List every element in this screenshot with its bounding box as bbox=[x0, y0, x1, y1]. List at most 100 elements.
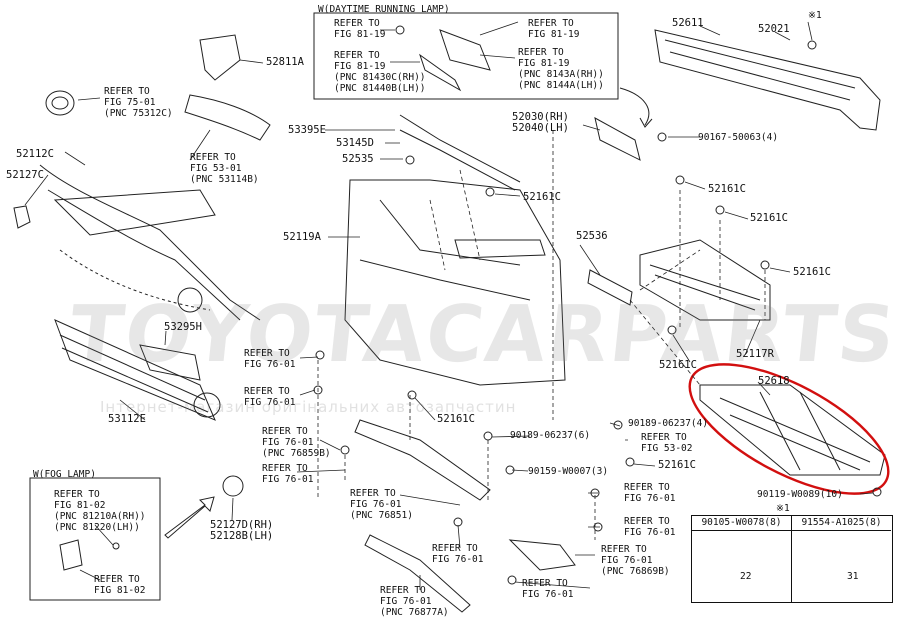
clip-icon bbox=[315, 350, 325, 360]
fog-box-title: W(FOG LAMP) bbox=[33, 469, 96, 480]
clip-icon bbox=[485, 187, 495, 197]
part-number[interactable]: 52611 bbox=[672, 17, 704, 29]
part-number[interactable]: 90159-W0007(3) bbox=[528, 466, 609, 477]
cover-52127c bbox=[13, 205, 31, 229]
part-number[interactable]: 52161C bbox=[750, 212, 788, 224]
bracket-52811a bbox=[199, 34, 241, 81]
watermark-text: TOYOTACARPARTS.CR bbox=[65, 290, 900, 380]
lower-lip bbox=[354, 419, 491, 501]
part-number[interactable]: 53395E bbox=[288, 124, 326, 136]
callout-label[interactable]: REFER TO FIG 53-01 (PNC 53114B) bbox=[190, 152, 259, 185]
inset-cell-right: 91554-A1025(8) bbox=[792, 516, 891, 602]
bolt-icon bbox=[807, 40, 817, 50]
part-number[interactable]: 52161C bbox=[658, 459, 696, 471]
callout-label[interactable]: REFER TO FIG 76-01 bbox=[522, 578, 574, 600]
clip-icon bbox=[872, 487, 882, 497]
callout-label[interactable]: REFER TO FIG 76-01 bbox=[624, 516, 676, 538]
fog-ring-icon bbox=[177, 287, 203, 313]
strip-53395e bbox=[399, 114, 521, 183]
clip-icon bbox=[405, 155, 415, 165]
chrome-trim bbox=[39, 164, 261, 321]
clip-icon bbox=[715, 205, 725, 215]
clip-icon bbox=[507, 575, 517, 585]
callout-label[interactable]: REFER TO FIG 81-19 (PNC 81430C(RH)) (PNC… bbox=[334, 50, 426, 94]
clip-icon bbox=[395, 25, 405, 35]
callout-label[interactable]: REFER TO FIG 76-01 (PNC 76877A) bbox=[380, 585, 449, 618]
bracket-53295h bbox=[139, 344, 201, 381]
part-number[interactable]: 52161C bbox=[659, 359, 697, 371]
part-number[interactable]: 90189-06237(6) bbox=[510, 430, 591, 441]
part-number[interactable]: 52161C bbox=[523, 191, 561, 203]
fog-connector-icon bbox=[222, 475, 244, 497]
part-number[interactable]: 90167-50063(4) bbox=[698, 132, 779, 143]
callout-label[interactable]: REFER TO FIG 76-01 bbox=[244, 348, 296, 370]
callout-label[interactable]: REFER TO FIG 76-01 (PNC 76859B) bbox=[262, 426, 331, 459]
callout-label[interactable]: REFER TO FIG 76-01 bbox=[624, 482, 676, 504]
arrow-icon bbox=[164, 496, 215, 539]
inset-right-dim: 31 bbox=[847, 571, 859, 582]
inset-cell-left: 90105-W0078(8) bbox=[692, 516, 792, 602]
part-number[interactable]: 53145D bbox=[336, 137, 374, 149]
clip-icon bbox=[340, 445, 350, 455]
part-number[interactable]: 53295H bbox=[164, 321, 202, 333]
part-number[interactable]: 52119A bbox=[283, 231, 321, 243]
callout-label[interactable]: REFER TO FIG 76-01 (PNC 76851) bbox=[350, 488, 413, 521]
drl-bracket bbox=[439, 29, 491, 71]
clip-icon bbox=[667, 325, 677, 335]
part-number[interactable]: 52127C bbox=[6, 169, 44, 181]
curved-arrow-icon bbox=[619, 87, 650, 126]
callout-label[interactable]: REFER TO FIG 53-02 bbox=[641, 432, 693, 454]
garnish-76877a bbox=[364, 534, 471, 613]
part-number[interactable]: 52161C bbox=[437, 413, 475, 425]
clip-icon bbox=[657, 132, 667, 142]
fastener-inset: 90105-W0078(8) 91554-A1025(8) bbox=[691, 515, 893, 603]
clip-icon bbox=[760, 260, 770, 270]
mark-note: ※1 bbox=[808, 10, 822, 21]
callout-label[interactable]: REFER TO FIG 76-01 bbox=[432, 543, 484, 565]
part-number[interactable]: 52112C bbox=[16, 148, 54, 160]
side-bracket-52030 bbox=[594, 117, 641, 161]
part-number[interactable]: 52618 bbox=[758, 375, 790, 387]
undercover-52618 bbox=[699, 384, 886, 476]
part-number[interactable]: 90189-06237(4) bbox=[628, 418, 709, 429]
bracket-52536 bbox=[587, 269, 633, 306]
inset-left-part[interactable]: 90105-W0078(8) bbox=[692, 516, 791, 531]
callout-label[interactable]: REFER TO FIG 81-02 bbox=[94, 574, 146, 596]
drl-box-title: W(DAYTIME RUNNING LAMP) bbox=[318, 4, 450, 15]
clip-icon bbox=[613, 420, 623, 430]
clip-icon bbox=[453, 517, 463, 527]
callout-label[interactable]: REFER TO FIG 76-01 bbox=[244, 386, 296, 408]
emblem-icon bbox=[45, 90, 75, 116]
part-number[interactable]: 52021 bbox=[758, 23, 790, 35]
callout-label[interactable]: REFER TO FIG 81-02 (PNC 81210A(RH)) (PNC… bbox=[54, 489, 146, 533]
callout-label[interactable]: REFER TO FIG 81-19 (PNC 8143A(RH)) (PNC … bbox=[518, 47, 604, 91]
inset-left-dim: 22 bbox=[740, 571, 752, 582]
clip-icon bbox=[407, 390, 417, 400]
part-number[interactable]: 52127D(RH) 52128B(LH) bbox=[210, 519, 274, 542]
part-number[interactable]: 53112E bbox=[108, 413, 146, 425]
part-number[interactable]: 52811A bbox=[266, 56, 304, 68]
callout-label[interactable]: REFER TO FIG 76-01 (PNC 76869B) bbox=[601, 544, 670, 577]
bumper-reinforcement bbox=[654, 29, 881, 131]
part-number[interactable]: 90119-W0089(10) bbox=[757, 489, 843, 500]
front-bumper-cover bbox=[344, 179, 566, 386]
part-number[interactable]: 52535 bbox=[342, 153, 374, 165]
garnish-76869b bbox=[508, 539, 576, 571]
inset-right-part[interactable]: 91554-A1025(8) bbox=[792, 516, 891, 531]
callout-label[interactable]: REFER TO FIG 81-19 bbox=[334, 18, 386, 40]
highlight-ellipse bbox=[688, 363, 890, 495]
absorber-52117r bbox=[639, 239, 771, 321]
callout-label[interactable]: REFER TO FIG 76-01 bbox=[262, 463, 314, 485]
callout-label[interactable]: REFER TO FIG 75-01 (PNC 75312C) bbox=[104, 86, 173, 119]
part-number[interactable]: 52161C bbox=[793, 266, 831, 278]
callout-label[interactable]: REFER TO FIG 81-19 bbox=[528, 18, 580, 40]
clip-icon bbox=[625, 457, 635, 467]
fog-lamp-unit bbox=[59, 539, 83, 571]
part-number[interactable]: 52161C bbox=[708, 183, 746, 195]
part-number[interactable]: 52117R bbox=[736, 348, 774, 360]
inset-mark: ※1 bbox=[776, 503, 790, 514]
watermark-subtext: Інтернет-магазин оригінальних автозапчас… bbox=[100, 398, 517, 416]
fog-box-frame bbox=[29, 477, 161, 601]
part-number[interactable]: 52030(RH) 52040(LH) bbox=[512, 111, 569, 134]
part-number[interactable]: 52536 bbox=[576, 230, 608, 242]
